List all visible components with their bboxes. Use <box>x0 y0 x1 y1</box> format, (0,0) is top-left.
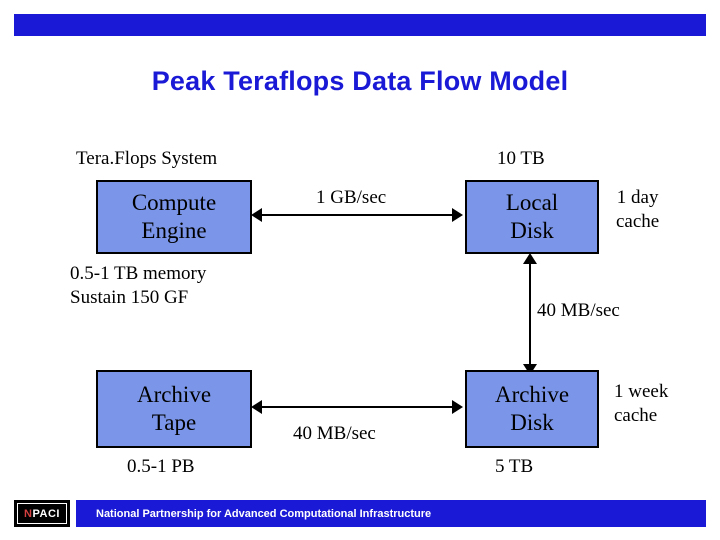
label-archive-disk-capacity: 5 TB <box>495 456 534 477</box>
edge-compute-local-arrowhead-left <box>251 208 262 222</box>
node-archive-tape[interactable]: Archive Tape <box>96 370 252 448</box>
label-compute-memory: 0.5-1 TB memory Sustain 150 GF <box>70 263 207 308</box>
edge-label-tape-disk: 40 MB/sec <box>293 423 376 444</box>
edge-label-compute-local-disk: 1 GB/sec <box>316 187 387 208</box>
edge-localdisk-archivedisk-arrowhead-up <box>523 253 537 264</box>
node-local-disk-label: Local Disk <box>505 190 559 243</box>
label-one-week-cache: 1 week cache <box>614 381 669 426</box>
label-teraflops-system: Tera.Flops System <box>76 148 218 169</box>
page-title: Peak Teraflops Data Flow Model <box>151 66 569 96</box>
edge-compute-local-line <box>262 214 452 216</box>
footer-text: National Partnership for Advanced Comput… <box>96 508 432 520</box>
edge-compute-local-arrowhead-right <box>452 208 463 222</box>
npaci-logo-paci: PACI <box>32 507 60 520</box>
label-ten-tb: 10 TB <box>497 148 545 169</box>
node-compute-engine-label: Compute Engine <box>131 190 217 243</box>
top-accent-bar <box>14 14 706 36</box>
node-local-disk[interactable]: Local Disk <box>465 180 599 254</box>
edge-tape-disk-line <box>262 406 452 408</box>
edge-label-localdisk-archivedisk: 40 MB/sec <box>537 300 620 321</box>
edge-localdisk-archivedisk-line <box>529 264 531 364</box>
edge-tape-disk-arrowhead-left <box>251 400 262 414</box>
node-archive-tape-label: Archive Tape <box>136 382 212 435</box>
node-archive-disk[interactable]: Archive Disk <box>465 370 599 448</box>
edge-localdisk-archivedisk-arrowhead-down <box>523 364 537 375</box>
footer-bar <box>76 500 706 527</box>
edge-tape-disk-arrowhead-right <box>452 400 463 414</box>
label-archive-tape-capacity: 0.5-1 PB <box>127 456 195 477</box>
npaci-logo-n: N <box>24 507 33 520</box>
label-one-day-cache: 1 day cache <box>616 187 660 232</box>
node-compute-engine[interactable]: Compute Engine <box>96 180 252 254</box>
node-archive-disk-label: Archive Disk <box>494 382 570 435</box>
